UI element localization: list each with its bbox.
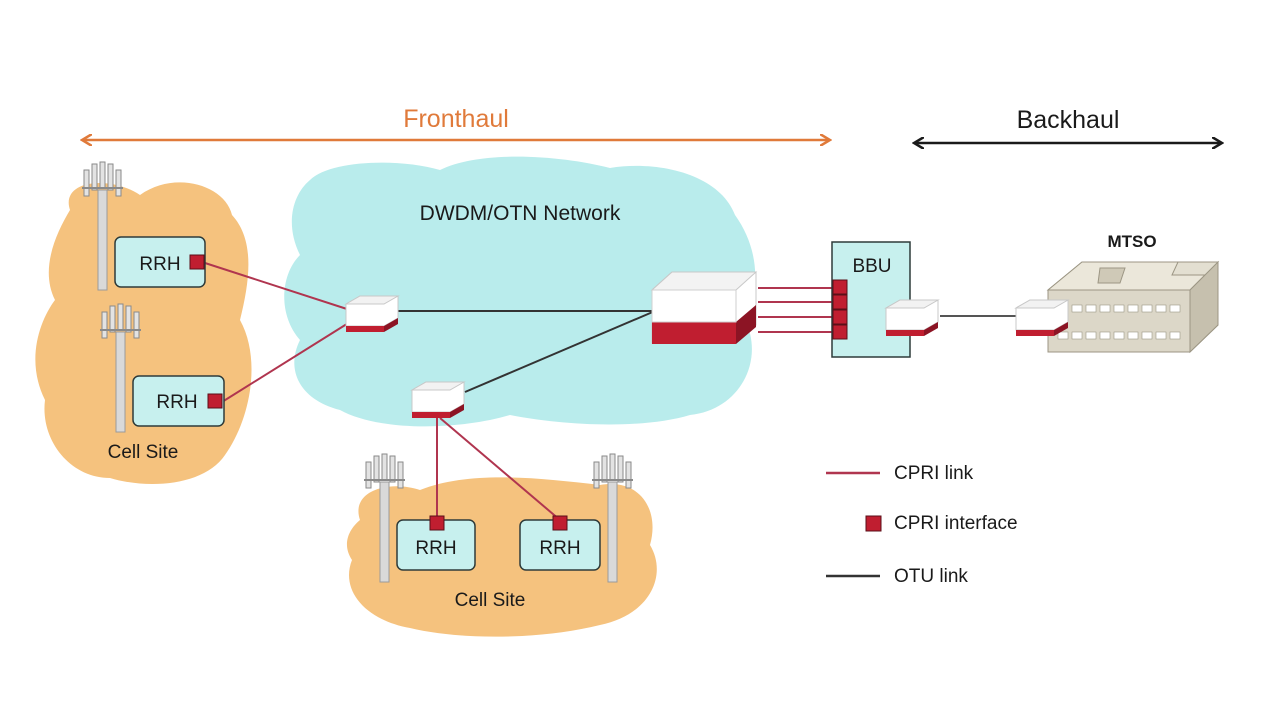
otu-links — [398, 310, 1018, 393]
cpri-interface-marker — [552, 515, 568, 531]
cpri-interface-marker — [832, 294, 848, 310]
rrh-node: RRH — [519, 515, 601, 571]
switch-icon — [1015, 299, 1069, 337]
dwdm-otn-network-cloud — [284, 156, 756, 427]
cpri-interface-marker — [832, 279, 848, 295]
cpri-links — [204, 262, 832, 521]
rrh-label: RRH — [415, 538, 456, 559]
rrh-node: RRH — [132, 375, 225, 427]
cpri-interface-marker — [832, 309, 848, 325]
legend: CPRI link CPRI interface OTU link — [826, 463, 1018, 587]
cpri-interface-marker — [189, 254, 205, 270]
cpri-interface-marker — [832, 324, 848, 340]
fronthaul-label: Fronthaul — [403, 105, 509, 133]
mtso-label: MTSO — [1107, 232, 1156, 251]
cell-site-label-bottom: Cell Site — [455, 590, 526, 611]
switch-icon — [345, 295, 399, 333]
bbu-label: BBU — [852, 256, 891, 277]
network-label: DWDM/OTN Network — [420, 202, 621, 225]
cell-site-left-area — [35, 182, 252, 485]
mtso-building: MTSO — [1015, 232, 1220, 354]
bbu-node: BBU — [831, 241, 939, 358]
legend-cpri-interface-swatch — [865, 515, 882, 532]
rrh-node: RRH — [114, 236, 206, 288]
cell-site-label-left: Cell Site — [108, 442, 179, 463]
cpri-interface-marker — [429, 515, 445, 531]
legend-cpri-link-label: CPRI link — [894, 463, 974, 484]
backhaul-span: Backhaul — [914, 106, 1222, 143]
otn-switch-icon — [650, 271, 758, 344]
legend-otu-link-label: OTU link — [894, 566, 968, 587]
rrh-label: RRH — [539, 538, 580, 559]
cpri-link-1 — [204, 262, 351, 311]
backhaul-label: Backhaul — [1017, 106, 1120, 134]
rrh-label: RRH — [139, 254, 180, 275]
cpri-interface-marker — [207, 393, 223, 409]
fronthaul-span: Fronthaul — [82, 105, 830, 140]
cpri-link-4 — [439, 417, 561, 521]
legend-cpri-interface-label: CPRI interface — [894, 513, 1018, 534]
switch-icon — [885, 299, 939, 337]
rrh-node: RRH — [396, 515, 476, 571]
otu-link-2 — [464, 310, 656, 393]
cpri-link-2 — [221, 321, 351, 403]
switch-icon — [411, 381, 465, 419]
cell-site-bottom-area — [346, 477, 657, 637]
rrh-label: RRH — [156, 392, 197, 413]
